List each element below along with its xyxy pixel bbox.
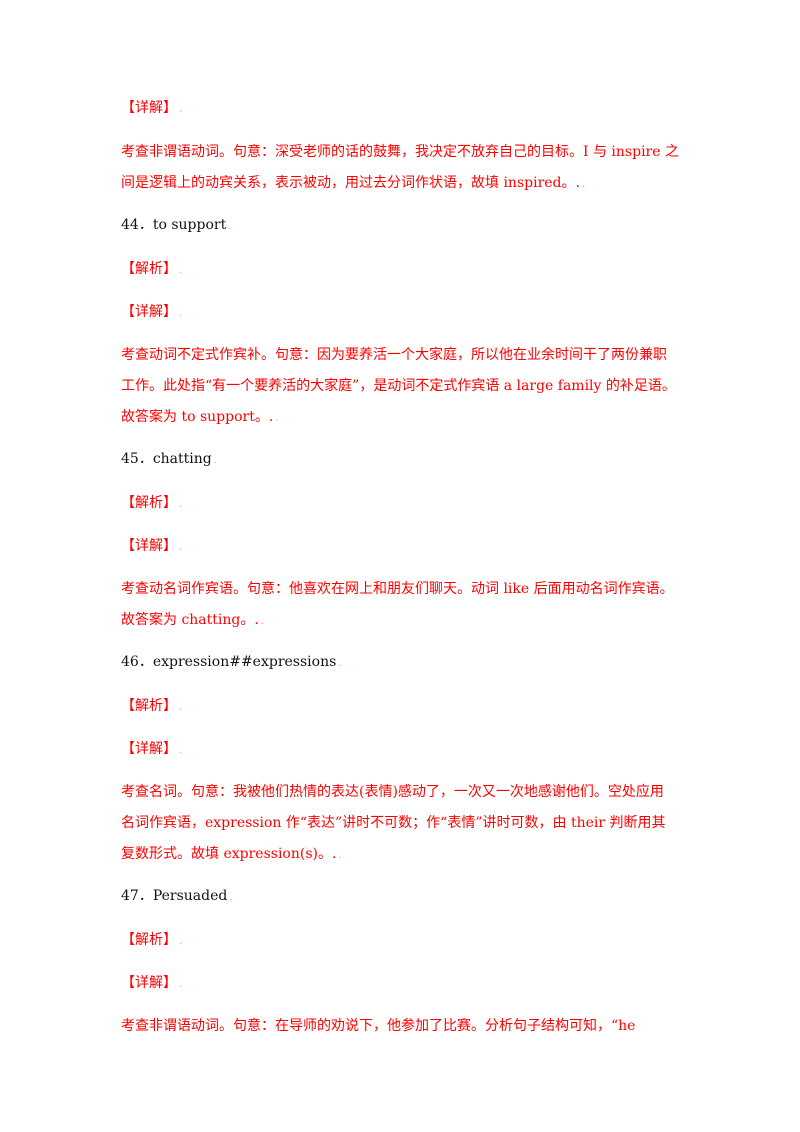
- paragraph-mark: .: [338, 850, 342, 861]
- paragraph-mark: .: [179, 979, 183, 990]
- text-line-l20: 复数形式。故填 expression(s)。..: [121, 845, 342, 865]
- text-line-l15: 46．expression##expressions.: [121, 653, 341, 673]
- line-text: 【解析】: [121, 495, 177, 511]
- text-line-l12: 【详解】.: [121, 537, 182, 557]
- line-text: 46．expression##expressions: [121, 654, 337, 670]
- paragraph-mark: .: [260, 616, 264, 627]
- text-line-l01: 【详解】.: [121, 99, 182, 119]
- paragraph-mark: .: [338, 658, 342, 669]
- line-text: 故答案为 chatting。.: [121, 612, 259, 628]
- text-line-l03: 间是逻辑上的动宾关系，表示被动，用过去分词作状语，故填 inspired。..: [121, 174, 585, 194]
- text-line-l05: 【解析】.: [121, 260, 182, 280]
- paragraph-mark: .: [179, 499, 183, 510]
- line-text: 【详解】: [121, 304, 177, 320]
- paragraph-mark: .: [179, 104, 183, 115]
- text-line-l18: 考查名词。句意：我被他们热情的表达(表情)感动了，一次又一次地感谢他们。空处应用: [121, 783, 664, 801]
- paragraph-mark: .: [179, 936, 183, 947]
- text-line-l17: 【详解】.: [121, 740, 182, 760]
- paragraph-mark: .: [179, 745, 183, 756]
- line-text: 考查名词。句意：我被他们热情的表达(表情)感动了，一次又一次地感谢他们。空处应用: [121, 784, 664, 800]
- line-text: 45．chatting: [121, 451, 212, 467]
- line-text: 【详解】: [121, 538, 177, 554]
- text-line-l19: 名词作宾语，expression 作“表达”讲时不可数；作“表情”讲时可数，由 …: [121, 814, 666, 832]
- line-text: 考查动名词作宾语。句意：他喜欢在网上和朋友们聊天。动词 like 后面用动名词作…: [121, 581, 674, 597]
- line-text: 间是逻辑上的动宾关系，表示被动，用过去分词作状语，故填 inspired。.: [121, 175, 580, 191]
- text-line-l09: 故答案为 to support。..: [121, 408, 278, 428]
- text-line-l21: 47．Persuaded.: [121, 887, 233, 907]
- paragraph-mark: .: [228, 221, 232, 232]
- line-text: 考查非谓语动词。句意：在导师的劝说下，他参加了比赛。分析句子结构可知，“he: [121, 1018, 636, 1034]
- text-line-l02: 考查非谓语动词。句意：深受老师的话的鼓舞，我决定不放弃自己的目标。I 与 ins…: [121, 143, 679, 161]
- line-text: 考查非谓语动词。句意：深受老师的话的鼓舞，我决定不放弃自己的目标。I 与 ins…: [121, 144, 679, 160]
- line-text: 【解析】: [121, 698, 177, 714]
- paragraph-mark: .: [581, 179, 586, 190]
- paragraph-mark: .: [179, 542, 183, 553]
- line-text: 【详解】: [121, 975, 177, 991]
- text-line-l10: 45．chatting.: [121, 450, 217, 470]
- text-line-l16: 【解析】.: [121, 697, 182, 717]
- text-line-l04: 44．to support.: [121, 216, 231, 236]
- line-text: 名词作宾语，expression 作“表达”讲时不可数；作“表情”讲时可数，由 …: [121, 815, 666, 831]
- line-text: 【解析】: [121, 261, 177, 277]
- text-line-l22: 【解析】.: [121, 931, 182, 951]
- line-text: 故答案为 to support。.: [121, 409, 274, 425]
- text-line-l14: 故答案为 chatting。..: [121, 611, 264, 631]
- line-text: 47．Persuaded: [121, 888, 228, 904]
- line-text: 44．to support: [121, 217, 227, 233]
- text-line-l06: 【详解】.: [121, 303, 182, 323]
- paragraph-mark: .: [213, 455, 217, 466]
- paragraph-mark: .: [179, 265, 183, 276]
- line-text: 【详解】: [121, 741, 177, 757]
- text-line-l08: 工作。此处指“有一个要养活的大家庭”，是动词不定式作宾语 a large fam…: [121, 377, 676, 395]
- paragraph-mark: .: [229, 892, 233, 903]
- text-line-l23: 【详解】.: [121, 974, 182, 994]
- line-text: 考查动词不定式作宾补。句意：因为要养活一个大家庭，所以他在业余时间干了两份兼职: [121, 347, 667, 363]
- paragraph-mark: .: [179, 308, 183, 319]
- text-line-l13: 考查动名词作宾语。句意：他喜欢在网上和朋友们聊天。动词 like 后面用动名词作…: [121, 580, 674, 598]
- line-text: 【详解】: [121, 100, 177, 116]
- paragraph-mark: .: [179, 702, 183, 713]
- paragraph-mark: .: [275, 413, 279, 424]
- text-line-l07: 考查动词不定式作宾补。句意：因为要养活一个大家庭，所以他在业余时间干了两份兼职: [121, 346, 667, 364]
- line-text: 【解析】: [121, 932, 177, 948]
- text-line-l11: 【解析】.: [121, 494, 182, 514]
- text-line-l24: 考查非谓语动词。句意：在导师的劝说下，他参加了比赛。分析句子结构可知，“he: [121, 1017, 635, 1035]
- line-text: 工作。此处指“有一个要养活的大家庭”，是动词不定式作宾语 a large fam…: [121, 378, 676, 394]
- line-text: 复数形式。故填 expression(s)。.: [121, 846, 337, 862]
